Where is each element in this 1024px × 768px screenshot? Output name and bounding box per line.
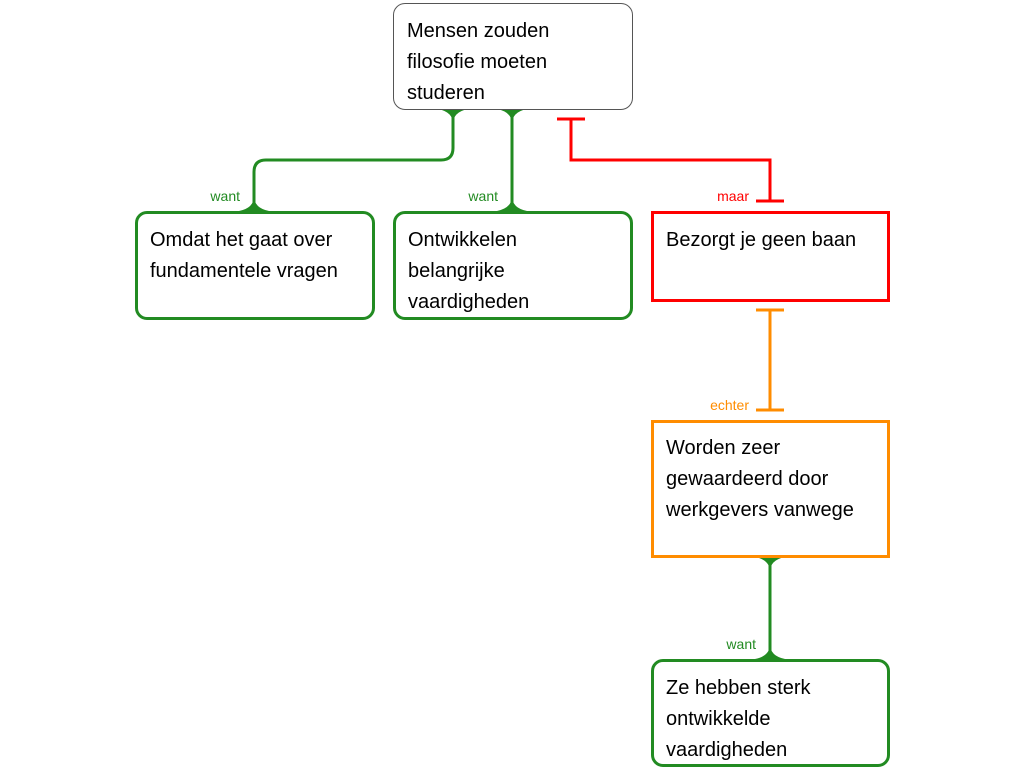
connector-objection <box>557 117 784 203</box>
objection-node[interactable]: Bezorgt je geen baan <box>651 211 890 302</box>
edge-label: want <box>726 636 756 652</box>
reason-node[interactable]: Omdat het gaat over fundamentele vragen <box>135 211 375 320</box>
flare-icon <box>438 109 468 124</box>
claim-node[interactable]: Mensen zouden filosofie moeten studeren <box>393 3 633 110</box>
edge-label: maar <box>717 188 749 204</box>
edge-label: want <box>468 188 498 204</box>
connector-reason1 <box>252 109 455 211</box>
edge-label: want <box>210 188 240 204</box>
flare-icon <box>497 109 527 124</box>
connector-rebuttal <box>756 308 784 412</box>
edge-label: echter <box>710 397 749 413</box>
reason-node[interactable]: Ontwikkelen belangrijke vaardigheden <box>393 211 633 320</box>
flare-icon <box>497 196 527 211</box>
support-node[interactable]: Ze hebben sterk ontwikkelde vaardigheden <box>651 659 890 767</box>
flare-icon <box>755 644 785 659</box>
rebuttal-node[interactable]: Worden zeer gewaardeerd door werkgevers … <box>651 420 890 558</box>
flare-icon <box>239 196 269 211</box>
flare-icon <box>755 557 785 572</box>
